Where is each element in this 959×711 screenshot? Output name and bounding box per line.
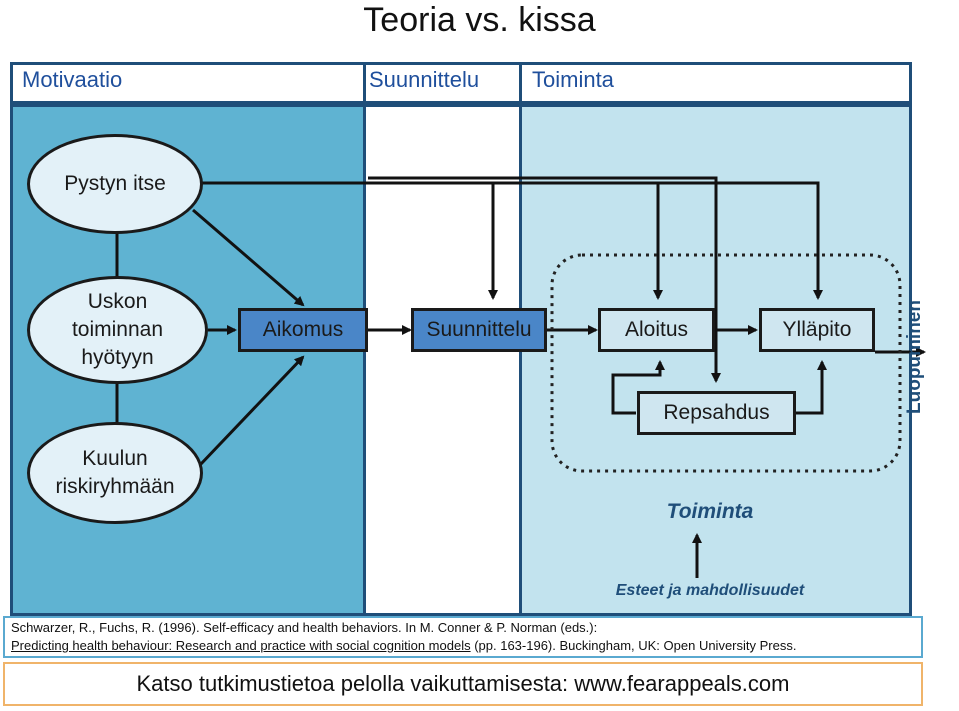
arrow-relapse-initiation (611, 360, 665, 415)
reference-line-1: Schwarzer, R., Fuchs, R. (1996). Self-ef… (11, 620, 598, 635)
phase-divider (519, 62, 522, 104)
bottom-note: Katso tutkimustietoa pelolla vaikuttamis… (3, 662, 923, 706)
phase-motivation: Motivaatio (22, 67, 123, 92)
node-intention: Aikomus (238, 308, 368, 352)
dropout-text: Luopuminen (904, 300, 925, 414)
action-label: Toiminta (666, 500, 754, 523)
phase-planning: Suunnittelu (369, 67, 480, 92)
arrow-selfefficacy-relapse (368, 176, 721, 383)
node-outcome-expectancy: Uskon toiminnan hyötyyn (27, 276, 208, 384)
reference-book-link[interactable]: Predicting health behaviour: Research an… (11, 638, 471, 653)
phase-divider (363, 62, 366, 104)
page-title: Teoria vs. kissa (363, 1, 596, 39)
arrow-selfefficacy-intention (192, 208, 305, 307)
barriers-label: Esteet ja mahdollisuudet (615, 582, 805, 599)
reference-box: Schwarzer, R., Fuchs, R. (1996). Self-ef… (3, 616, 923, 658)
reference-pages: (pp. 163-196). Buckingham, UK: Open Univ… (470, 638, 797, 653)
node-maintenance: Ylläpito (759, 308, 875, 352)
arrow-risk-intention (198, 355, 305, 467)
node-risk-perception: Kuulun riskiryhmään (27, 422, 203, 524)
arrow-selfefficacy-maintenance (200, 181, 823, 300)
node-relapse: Repsahdus (637, 391, 796, 435)
node-initiation: Aloitus (598, 308, 715, 352)
reference-line-2: Predicting health behaviour: Research an… (11, 637, 915, 655)
action-boundary (550, 253, 902, 473)
node-planning: Suunnittelu (411, 308, 547, 352)
node-self-efficacy: Pystyn itse (27, 134, 203, 234)
arrow-relapse-maintenance (796, 360, 827, 415)
phase-action: Toiminta (532, 67, 614, 92)
phase-header (10, 62, 912, 104)
